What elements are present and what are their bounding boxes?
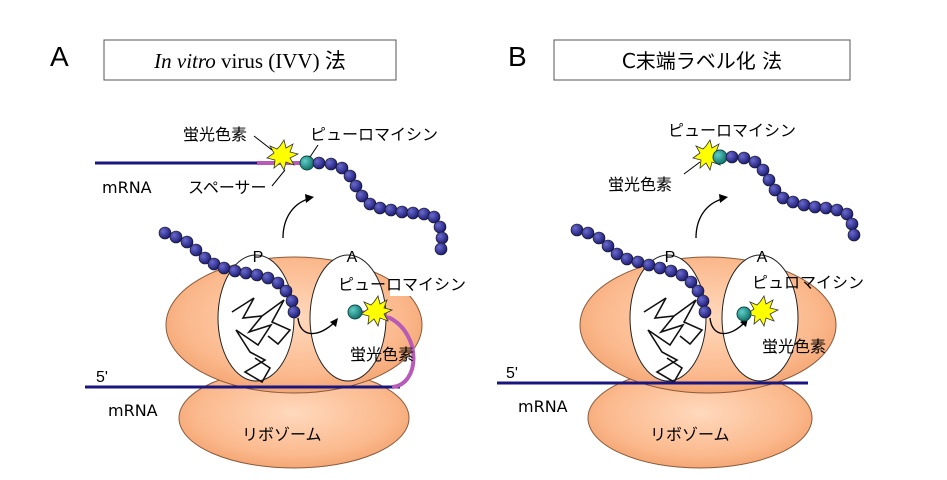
release-arrow xyxy=(282,198,309,239)
a-site-label: A xyxy=(757,249,768,266)
fluor-top-pointer xyxy=(253,135,273,151)
nascent-peptide-tangle xyxy=(231,297,292,384)
mrna-top-label: mRNA xyxy=(102,178,152,197)
fluor-top-label: 蛍光色素 xyxy=(183,125,247,144)
puro-top-pointer xyxy=(309,144,319,158)
inner-peptide-beads xyxy=(158,226,301,319)
fluor-inner-label: 蛍光色素 xyxy=(762,337,826,356)
top-fluor-star xyxy=(266,139,300,172)
a-site-label: A xyxy=(347,249,358,266)
peptide-transfer-arrow xyxy=(297,317,336,335)
mrna-bottom-label: mRNA xyxy=(518,397,568,416)
five-prime-label: 5' xyxy=(506,365,518,382)
release-arrowhead xyxy=(719,194,728,203)
panel-b: B C末端ラベル化 法 P A 5' mRNA ピュロマイシン 蛍光色素 xyxy=(497,39,864,469)
inner-puromycin xyxy=(736,306,752,322)
release-arrowhead xyxy=(305,194,314,203)
top-peptide-beads xyxy=(725,150,861,242)
panel-a-title-rest: virus (IVV) 法 xyxy=(216,49,346,73)
fluor-top-label: 蛍光色素 xyxy=(608,175,672,194)
peptide-transfer-arrowhead xyxy=(330,318,338,327)
peptide-transfer-arrow xyxy=(709,317,746,335)
p-site-label: P xyxy=(253,249,264,266)
panel-a: A In vitro virus (IVV) 法 P A 5' mRNA ピュー… xyxy=(50,39,514,469)
panel-b-letter: B xyxy=(508,41,527,72)
top-puromycin xyxy=(712,149,728,165)
puro-top-label: ピューロマイシン xyxy=(310,125,438,144)
panel-a-title: In vitro virus (IVV) 法 xyxy=(153,49,346,73)
ribosome-label: リボゾーム xyxy=(650,425,730,444)
panel-a-title-italic: In vitro xyxy=(153,49,216,73)
mrna-bottom-label: mRNA xyxy=(108,401,158,420)
top-puromycin xyxy=(299,155,315,171)
panel-a-letter: A xyxy=(50,41,69,72)
panel-a-title-box xyxy=(103,39,397,81)
puro-inner-label-bg xyxy=(390,276,514,296)
puro-inner-label: ピューロマイシン xyxy=(338,275,466,294)
puro-inner-label: ピュロマイシン xyxy=(752,273,864,292)
fluor-top-pointer xyxy=(683,161,701,175)
ribosome-label: リボゾーム xyxy=(242,425,322,444)
spacer-label: スペーサー xyxy=(188,178,267,197)
fluor-inner-label: 蛍光色素 xyxy=(350,345,414,364)
puro-top-label: ピューロマイシン xyxy=(668,121,796,140)
spacer-pointer xyxy=(271,169,286,187)
inner-peptide-beads xyxy=(570,223,712,319)
inner-fluor-star xyxy=(360,295,394,328)
inner-fluor-star xyxy=(746,295,780,328)
inner-puromycin xyxy=(347,304,363,320)
five-prime-label: 5' xyxy=(96,369,108,386)
panel-b-title: C末端ラベル化 法 xyxy=(622,49,782,73)
release-arrow xyxy=(695,198,723,239)
top-peptide-beads xyxy=(312,156,449,256)
spacer-linker-inner xyxy=(359,310,416,389)
p-site-label: P xyxy=(665,249,676,266)
panel-b-title-box xyxy=(553,39,851,81)
nascent-peptide-tangle xyxy=(643,297,704,384)
